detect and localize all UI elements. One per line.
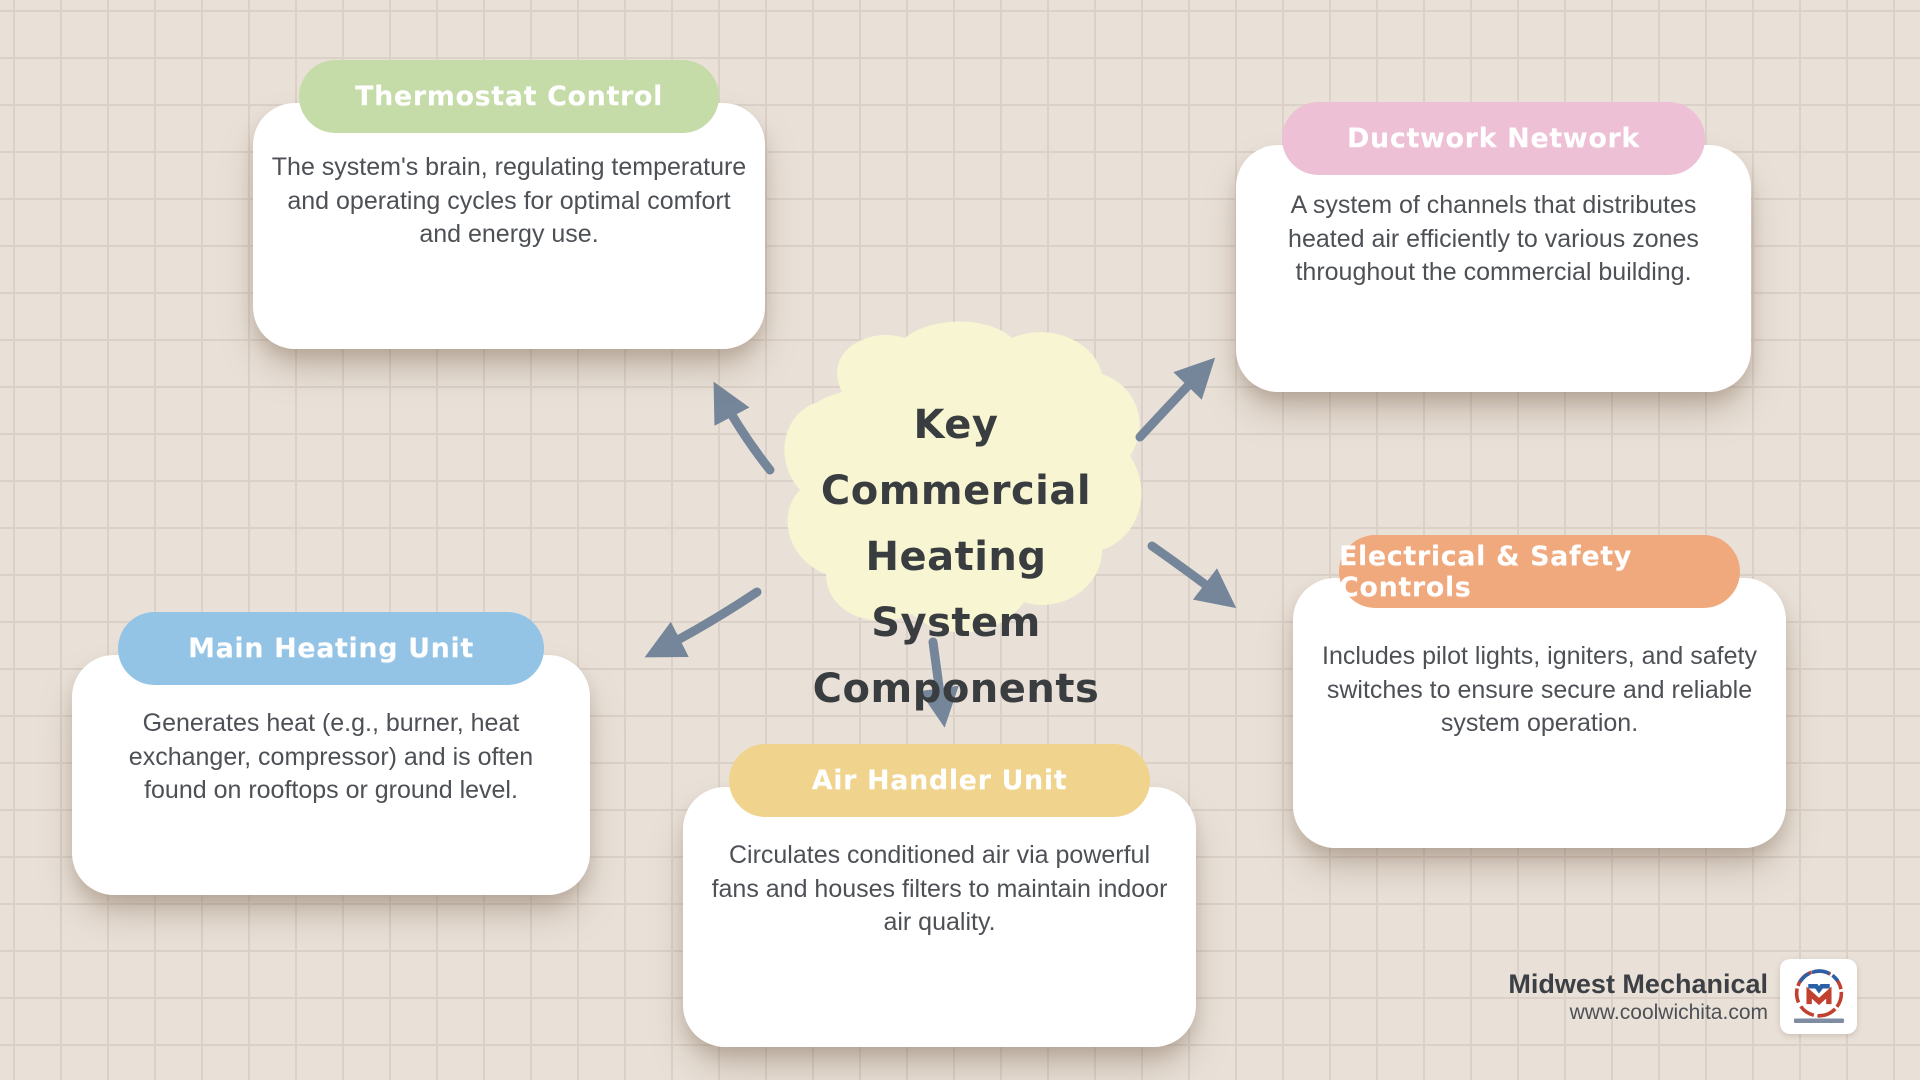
- card-body-line: air quality.: [883, 908, 996, 936]
- card-body-line: system operation.: [1440, 709, 1639, 737]
- center-title-line: Key Commercial: [820, 402, 1092, 514]
- logo-m-bottom: [1805, 985, 1832, 1005]
- midwest-mechanical-logo: [1780, 959, 1857, 1034]
- card-electrical-safety-controls: Electrical & Safety Controls Includes pi…: [1293, 535, 1786, 848]
- card-body-line: The system's brain, regulating temperatu…: [271, 153, 747, 181]
- card-body-line: Circulates conditioned air via powerful: [728, 841, 1151, 869]
- company-name: Midwest Mechanical: [1508, 968, 1768, 999]
- arrow-to-main-heating-unit: [644, 587, 762, 658]
- connector-arrows: [644, 357, 1237, 728]
- card-header-electrical-safety-controls: Electrical & Safety Controls: [1339, 535, 1740, 608]
- card-main-heating-unit: Main Heating Unit Generates heat (e.g., …: [72, 612, 590, 895]
- card-body-thermostat-control: The system's brain, regulating temperatu…: [253, 151, 765, 252]
- center-title-line: Heating System: [865, 534, 1047, 646]
- card-body-line: throughout the commercial building.: [1295, 258, 1692, 286]
- card-header-main-heating-unit: Main Heating Unit: [118, 612, 544, 685]
- card-body-line: Includes pilot lights, igniters, and saf…: [1322, 642, 1757, 670]
- card-header-air-handler-unit: Air Handler Unit: [729, 744, 1150, 817]
- footer-branding: Midwest Mechanical www.coolwichita.com: [1508, 959, 1857, 1034]
- card-body-ductwork-network: A system of channels that distributes he…: [1236, 189, 1751, 290]
- center-title-line: Components: [812, 666, 1100, 712]
- card-ductwork-network: Ductwork Network A system of channels th…: [1236, 102, 1751, 392]
- arrow-to-thermostat-control: [713, 381, 775, 475]
- card-thermostat-control: Thermostat Control The system's brain, r…: [253, 60, 765, 349]
- card-body-line: switches to ensure secure and reliable: [1326, 675, 1753, 704]
- card-body-electrical-safety-controls: Includes pilot lights, igniters, and saf…: [1293, 640, 1786, 741]
- arrow-to-electrical-safety-controls: [1147, 541, 1237, 609]
- card-body-line: and operating cycles for optimal comfort: [287, 186, 731, 215]
- card-body-main-heating-unit: Generates heat (e.g., burner, heat excha…: [72, 707, 590, 808]
- logo-m-top: [1807, 983, 1830, 994]
- logo-underline: [1793, 1017, 1844, 1023]
- center-blob: [784, 321, 1142, 633]
- card-body-line: and energy use.: [419, 220, 599, 248]
- card-header-ductwork-network: Ductwork Network: [1282, 102, 1705, 175]
- company-website: www.coolwichita.com: [1569, 1000, 1768, 1024]
- card-body-air-handler-unit: Circulates conditioned air via powerful …: [683, 839, 1196, 940]
- arrow-to-air-handler-unit: [919, 637, 959, 728]
- card-header-thermostat-control: Thermostat Control: [299, 60, 719, 133]
- card-body-line: fans and houses filters to maintain indo…: [711, 874, 1168, 903]
- center-title: Key Commercial Heating System Components: [776, 392, 1136, 722]
- card-body-line: Generates heat (e.g., burner, heat: [142, 709, 520, 737]
- card-body-line: exchanger, compressor) and is often: [128, 742, 534, 771]
- logo-circle-blue: [1798, 968, 1839, 983]
- logo-graphic: [1793, 968, 1844, 1023]
- arrow-to-ductwork-network: [1135, 357, 1216, 442]
- card-air-handler-unit: Air Handler Unit Circulates conditioned …: [683, 744, 1196, 1047]
- card-body-line: A system of channels that distributes: [1290, 191, 1697, 219]
- footer-text: Midwest Mechanical www.coolwichita.com: [1508, 968, 1768, 1026]
- card-body-line: heated air efficiently to various zones: [1288, 224, 1699, 253]
- card-body-line: found on rooftops or ground level.: [144, 776, 518, 804]
